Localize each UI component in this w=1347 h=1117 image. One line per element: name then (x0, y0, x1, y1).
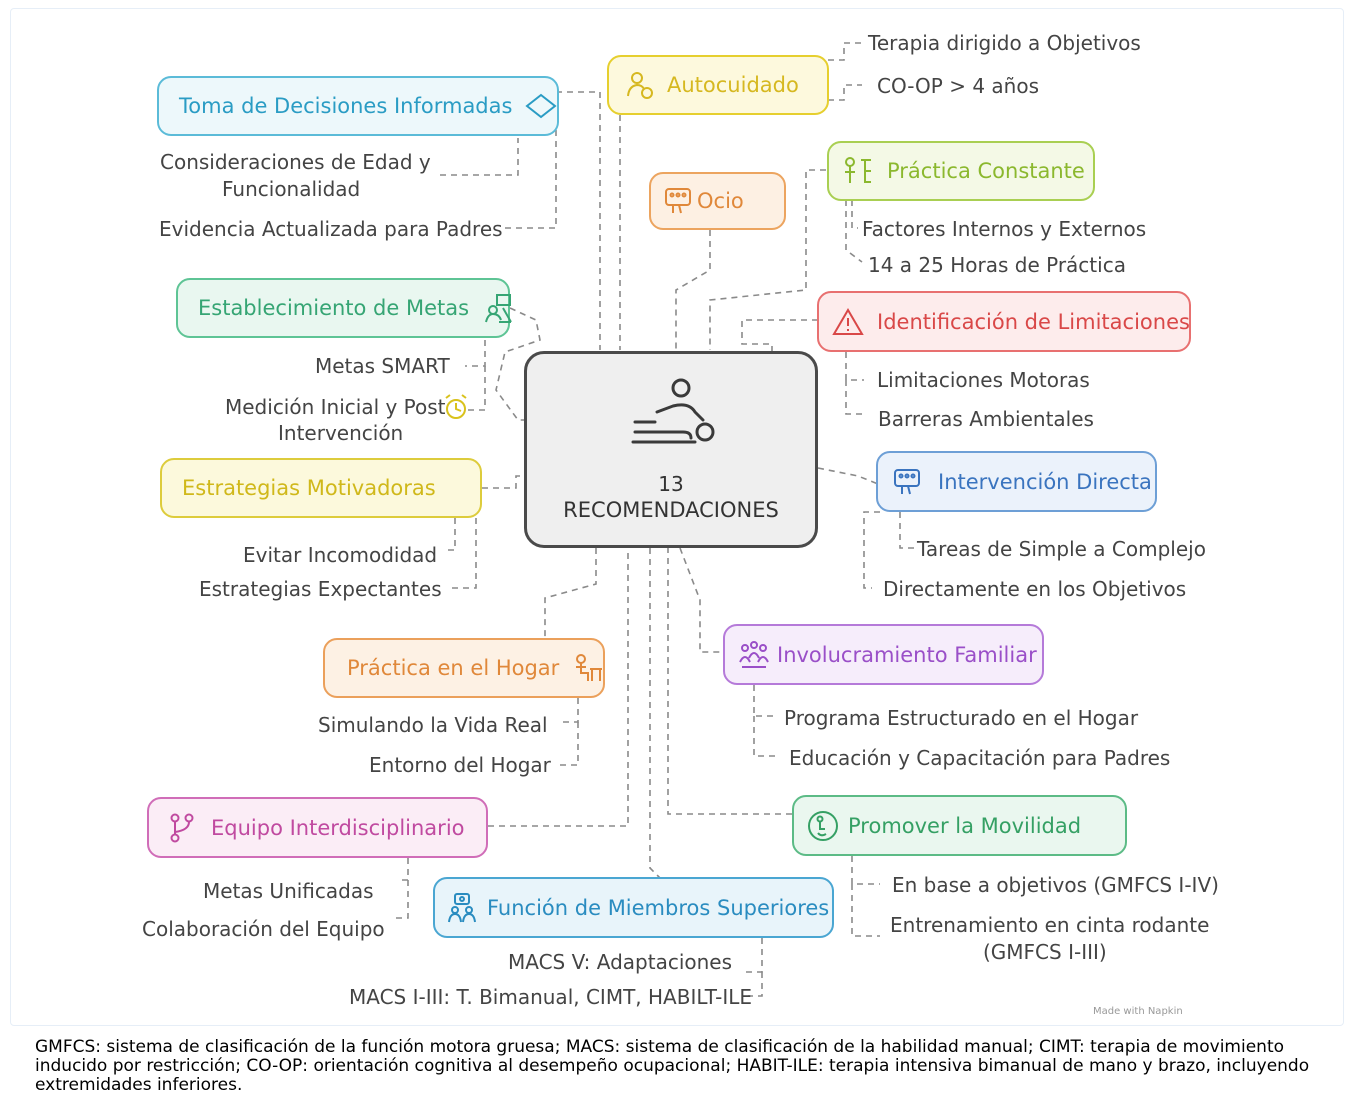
practica-item-2: 14 a 25 Horas de Práctica (868, 253, 1126, 277)
equipo-item-1: Metas Unificadas (203, 879, 374, 903)
familiar-item-2: Educación y Capacitación para Padres (789, 746, 1171, 770)
center-node: 13 RECOMENDACIONES (524, 351, 818, 548)
estrategias-item-2: Estrategias Expectantes (199, 577, 442, 601)
intervencion-item-2: Directamente en los Objetivos (883, 577, 1187, 601)
node-estrategias-title: Estrategias Motivadoras (182, 476, 436, 500)
mobility-icon (806, 809, 840, 843)
upper-limb-icon (445, 891, 479, 925)
decisiones-item-1: Consideraciones de Edad y (160, 150, 431, 174)
self-care-icon (623, 68, 657, 102)
hogar-item-1: Simulando la Vida Real (318, 713, 548, 737)
node-metas[interactable]: Establecimiento de Metas (176, 278, 512, 338)
center-count: 13 (658, 472, 684, 496)
node-movilidad-title: Promover la Movilidad (848, 813, 1082, 838)
decisiones-item-1b: Funcionalidad (222, 177, 361, 201)
decisiones-item-2: Evidencia Actualizada para Padres (159, 217, 503, 241)
limitaciones-item-2: Barreras Ambientales (878, 407, 1094, 431)
practica-item-1: Factores Internos y Externos (862, 217, 1147, 241)
node-practica[interactable]: Práctica Constante (827, 141, 1095, 201)
movilidad-item-2: Entrenamiento en cinta rodante (890, 913, 1210, 937)
node-equipo-title: Equipo Interdisciplinario (211, 815, 465, 840)
metas-item-1: Metas SMART (315, 354, 450, 378)
autocuidado-item-1: Terapia dirigido a Objetivos (868, 31, 1141, 55)
node-limitaciones-title: Identificación de Limitaciones (877, 309, 1190, 334)
node-autocuidado[interactable]: Autocuidado (607, 55, 829, 115)
autocuidado-item-2: CO-OP > 4 años (877, 74, 1039, 98)
goal-setting-icon (481, 291, 515, 325)
alarm-clock-icon (442, 392, 470, 426)
node-decisiones[interactable]: Toma de Decisiones Informadas (157, 76, 559, 136)
footnote: GMFCS: sistema de clasificación de la fu… (35, 1037, 1310, 1095)
limitaciones-item-1: Limitaciones Motoras (877, 368, 1090, 392)
node-hogar-title: Práctica en el Hogar (347, 656, 560, 680)
node-hogar[interactable]: Práctica en el Hogar (323, 638, 605, 698)
metas-item-2b: Intervención (278, 421, 404, 445)
leisure-icon (661, 184, 695, 218)
node-familiar[interactable]: Involucramiento Familiar (723, 624, 1044, 685)
center-title: RECOMENDACIONES (563, 498, 779, 522)
branch-icon (165, 811, 199, 845)
node-miembros[interactable]: Función de Miembros Superiores (433, 877, 834, 938)
diamond-icon (524, 89, 558, 123)
napkin-watermark: Made with Napkin (1093, 1006, 1183, 1017)
node-miembros-title: Función de Miembros Superiores (487, 895, 830, 920)
node-familiar-title: Involucramiento Familiar (777, 642, 1037, 667)
movilidad-item-1: En base a objetivos (GMFCS I-IV) (892, 873, 1219, 897)
node-practica-title: Práctica Constante (887, 159, 1085, 183)
familiar-item-1: Programa Estructurado en el Hogar (784, 706, 1139, 730)
node-intervencion-title: Intervención Directa (938, 469, 1152, 494)
diagram-frame (10, 8, 1344, 1026)
node-estrategias[interactable]: Estrategias Motivadoras (160, 458, 482, 518)
hogar-item-2: Entorno del Hogar (369, 753, 551, 777)
metas-item-2: Medición Inicial y Post (225, 395, 446, 419)
node-limitaciones[interactable]: Identificación de Limitaciones (817, 291, 1191, 352)
node-intervencion[interactable]: Intervención Directa (876, 451, 1157, 512)
miembros-item-2: MACS I-III: T. Bimanual, CIMT, HABILT-IL… (349, 985, 753, 1009)
therapy-person-icon (631, 378, 715, 444)
node-metas-title: Establecimiento de Metas (198, 296, 470, 320)
home-practice-icon (571, 651, 605, 685)
node-ocio-title: Ocio (697, 189, 744, 213)
intervencion-item-1: Tareas de Simple a Complejo (917, 537, 1206, 561)
direct-intervention-icon (890, 465, 924, 499)
node-equipo[interactable]: Equipo Interdisciplinario (147, 797, 488, 858)
equipo-item-2: Colaboración del Equipo (142, 917, 385, 941)
miembros-item-1: MACS V: Adaptaciones (508, 950, 733, 974)
practice-icon (841, 154, 875, 188)
node-autocuidado-title: Autocuidado (667, 73, 799, 97)
node-decisiones-title: Toma de Decisiones Informadas (179, 94, 513, 118)
family-icon (737, 638, 771, 672)
node-movilidad[interactable]: Promover la Movilidad (792, 795, 1127, 856)
movilidad-item-2b: (GMFCS I-III) (983, 940, 1107, 964)
node-ocio[interactable]: Ocio (649, 172, 786, 230)
estrategias-item-1: Evitar Incomodidad (243, 543, 438, 567)
warning-icon (831, 305, 865, 339)
